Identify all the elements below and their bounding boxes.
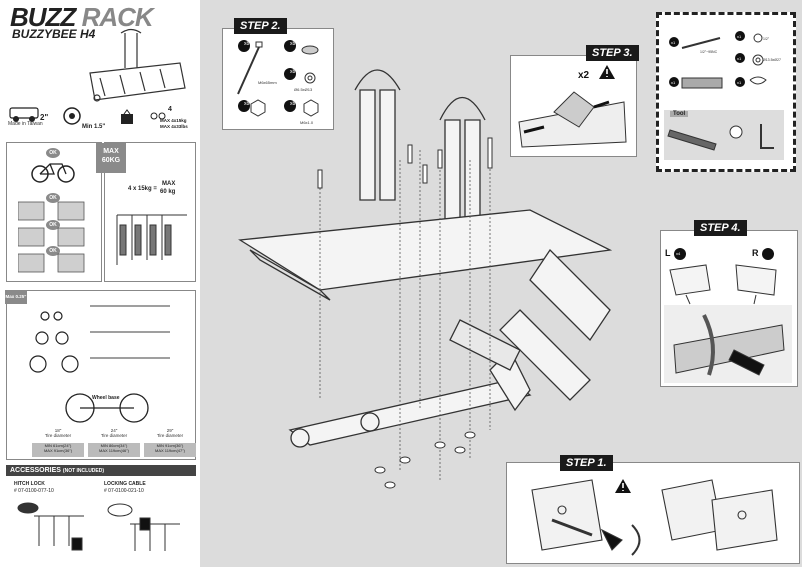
car-icon — [9, 107, 39, 122]
hw-qty-4: x1 — [671, 80, 676, 85]
tire-range-29: MIN 91cm(36")MAX 119cm(47") — [144, 443, 196, 457]
made-in: Made in Taiwan — [8, 121, 43, 127]
hw-qty-1: x1 — [671, 40, 676, 45]
ok-badge-1: OK — [46, 148, 60, 158]
step2-qty-3: x8 — [290, 69, 296, 75]
step4-left: L — [665, 248, 671, 258]
step3-label: STEP 3. — [586, 45, 639, 61]
step4-right-badge — [762, 248, 774, 260]
step4-left-badge — [674, 248, 686, 260]
rack-thumbnail — [89, 28, 186, 102]
wheelbase-illustration — [65, 393, 149, 423]
ok-badge-4: OK — [46, 246, 60, 256]
step2-qty-2: x8 — [290, 41, 296, 47]
step2-qty-1: x8 — [244, 41, 250, 47]
locking-cable-title: LOCKING CABLE — [104, 481, 146, 487]
hw-qty-3: x1 — [737, 56, 742, 61]
tire-header-29: 29"Tire diameter — [156, 428, 184, 438]
step1-warning-icon — [615, 479, 631, 493]
step2-label: STEP 2. — [234, 18, 287, 34]
rack-assembly-drawing — [238, 69, 613, 489]
left-column: BUZZ RACK BUZZYBEE H4 2" Min 1.5" 4 MAX … — [0, 0, 200, 567]
step2-bolt-label: M6x65mm — [258, 80, 277, 85]
assembly-area: STEP 2. x8 x8 x8 x8 x8 M6x65mm Ø6.5xØ13 … — [200, 0, 802, 567]
step4-right: R — [752, 248, 759, 258]
loaded-rack-illustration — [116, 214, 187, 265]
step1-illustration — [531, 479, 778, 556]
formula-right-2: 60 kg — [160, 189, 176, 195]
min-size: Min 1.5" — [82, 124, 106, 130]
wheel-icon — [63, 107, 81, 125]
wheelbase-label: Wheel base — [92, 395, 120, 401]
hardware-parts — [669, 31, 767, 89]
ok-badge-2: OK — [46, 193, 60, 203]
hw-ring-label: 1/2" — [763, 37, 770, 41]
ok-badge-3: OK — [46, 220, 60, 230]
step4-label: STEP 4. — [694, 220, 747, 236]
hw-washer-label: Ø13.5xØ27 — [763, 58, 781, 62]
tool-label: Tool — [670, 111, 689, 117]
locking-cable-icon — [107, 503, 180, 551]
hitch-size: 2" — [40, 113, 49, 122]
bike-sizes-illustration — [29, 305, 170, 373]
bike-size-panel — [6, 290, 196, 460]
step2-parts — [237, 40, 319, 117]
tire-range-24: MIN 86cm(34")MAX 119cm(46") — [88, 443, 140, 457]
tire-header-24: 24"Tire diameter — [100, 428, 128, 438]
step2-qty-4: x8 — [244, 101, 250, 107]
tool-icons — [667, 124, 774, 151]
hitch-lock-code: # 07-0100-077-10 — [14, 488, 54, 494]
tire-range-18: MIN 61cm(24")MAX 91cm(36") — [32, 443, 84, 457]
step2-qty-5: x8 — [290, 101, 296, 107]
hw-qty-2: x1 — [737, 34, 742, 39]
max-load-2: MAX 4x33lbs — [160, 124, 188, 129]
bikes-icon — [150, 112, 166, 120]
brand-logo: BUZZ RACK — [10, 2, 154, 32]
locking-cable-code: # 07-0100-021-10 — [104, 488, 144, 494]
max-load-1: MAX 4x15kg — [160, 118, 187, 123]
step2-nut-label: M6x1.0 — [300, 120, 314, 125]
step2-washer-label: Ø6.5xØ13 — [294, 87, 313, 92]
step4-left-qty: x4 — [676, 251, 681, 256]
formula-right-1: MAX — [162, 181, 176, 187]
bike-count: 4 — [168, 106, 172, 113]
model-name: BUZZYBEE H4 — [12, 27, 96, 41]
step1-label: STEP 1. — [560, 455, 613, 471]
weight-icon — [121, 109, 133, 124]
kids-badge: Max 0.25" — [5, 290, 27, 304]
warning-icon — [599, 65, 615, 79]
step4-cradles — [669, 264, 777, 305]
tire-header-18: 18"Tire diameter — [44, 428, 72, 438]
hw-bolt-label: 1/2"~95NC — [700, 50, 718, 54]
hw-qty-5: x1 — [737, 80, 742, 85]
hitch-lock-title: HITCH LOCK — [14, 481, 45, 487]
bicycle-icon — [31, 163, 75, 183]
step3-qty: x2 — [578, 70, 590, 81]
step4-strap-detail — [664, 305, 792, 383]
accessories-header: ACCESSORIES (NOT INCLUDED) — [6, 465, 196, 476]
hitch-lock-icon — [17, 502, 84, 551]
step3-illustration — [518, 91, 627, 148]
frame-examples — [18, 201, 85, 273]
formula-left: 4 x 15kg = — [128, 186, 157, 192]
